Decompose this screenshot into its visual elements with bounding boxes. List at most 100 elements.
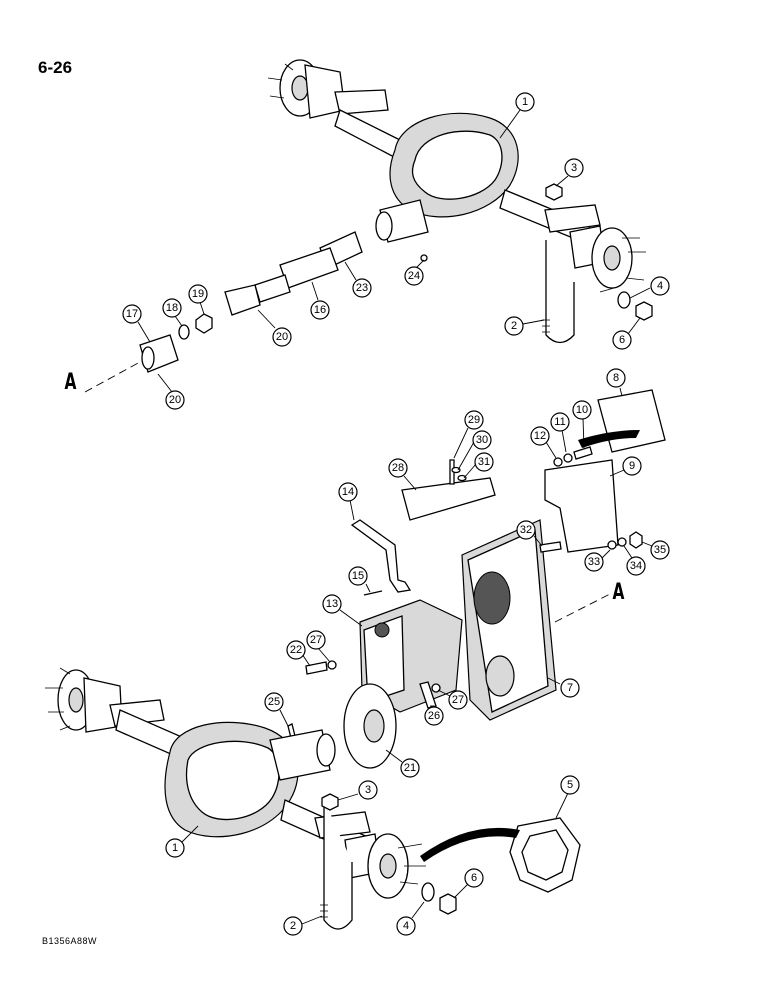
- svg-text:1: 1: [172, 842, 178, 854]
- svg-text:19: 19: [192, 288, 204, 300]
- svg-text:34: 34: [630, 560, 642, 572]
- callout-33: 33: [584, 552, 604, 572]
- nut-35: [629, 531, 643, 549]
- callout-21: 21: [400, 758, 420, 778]
- callout-25: 25: [264, 692, 284, 712]
- svg-text:16: 16: [314, 304, 326, 316]
- callout-2-lower: 2: [283, 916, 303, 936]
- callout-32: 32: [516, 520, 536, 540]
- rear-right-wheel-studs: [599, 237, 646, 293]
- callout-11: 11: [550, 412, 570, 432]
- callout-7: 7: [560, 678, 580, 698]
- callout-3-lower: 3: [358, 780, 378, 800]
- rear-axle-assembly: [267, 59, 653, 344]
- page-number: 6-26: [38, 58, 73, 77]
- svg-text:4: 4: [403, 920, 409, 932]
- callout-18: 18: [162, 298, 182, 318]
- svg-text:5: 5: [567, 779, 573, 791]
- pump-end-cover: [363, 615, 405, 703]
- nut-19: [195, 313, 213, 334]
- front-wheel-washer: [421, 882, 435, 902]
- washer-11: [563, 453, 573, 463]
- callout-5: 5: [560, 775, 580, 795]
- front-right-hub-center: [379, 853, 397, 879]
- figure-code: B1356A88W: [42, 936, 98, 946]
- callout-14: 14: [338, 482, 358, 502]
- callout-8: 8: [606, 368, 626, 388]
- svg-text:14: 14: [342, 486, 354, 498]
- svg-text:32: 32: [520, 524, 532, 536]
- gasket-5-inner: [521, 829, 569, 881]
- callout-20-lower: 20: [165, 390, 185, 410]
- callout-27-left: 27: [306, 630, 326, 650]
- callout-17: 17: [122, 304, 142, 324]
- mounting-block-arrow: [578, 430, 640, 448]
- svg-text:6: 6: [471, 872, 477, 884]
- rear-left-spring-pad: [334, 89, 389, 115]
- callout-22: 22: [286, 640, 306, 660]
- callout-28: 28: [388, 458, 408, 478]
- svg-text:11: 11: [554, 416, 565, 428]
- callout-6-upper: 6: [612, 330, 632, 350]
- callout-4-upper: 4: [650, 276, 670, 296]
- pump-port: [374, 622, 390, 638]
- front-pinion-housing: [269, 729, 331, 781]
- svg-text:6: 6: [619, 334, 625, 346]
- view-reference-a-right: A: [612, 580, 625, 605]
- svg-text:23: 23: [356, 282, 368, 294]
- front-u-bolt-nut: [321, 793, 339, 811]
- mounting-block-8: [597, 389, 666, 453]
- svg-text:27: 27: [310, 634, 322, 646]
- svg-text:30: 30: [476, 434, 488, 446]
- mounting-bracket-9: [544, 459, 619, 553]
- rear-right-hub-center: [603, 245, 621, 271]
- bolt-32: [539, 541, 562, 553]
- svg-text:7: 7: [567, 682, 573, 694]
- pin-15: [363, 590, 383, 596]
- washer-33: [607, 540, 617, 550]
- callout-35: 35: [650, 540, 670, 560]
- callout-1-front-axle: 1: [165, 838, 185, 858]
- front-left-wheel-studs: [45, 667, 71, 731]
- svg-text:27: 27: [452, 694, 464, 706]
- rear-wheel-nut: [635, 301, 653, 321]
- front-wheel-nut: [439, 893, 457, 915]
- front-differential-cover: [185, 740, 280, 821]
- reference-line-a-left: [84, 361, 141, 393]
- washer-18: [178, 324, 190, 340]
- rear-pinion-flange: [375, 211, 393, 241]
- washer-27-left: [327, 660, 337, 670]
- fitting-24: [420, 254, 428, 262]
- svg-text:21: 21: [404, 762, 416, 774]
- rear-differential-cover: [411, 130, 503, 200]
- svg-text:28: 28: [392, 462, 404, 474]
- svg-text:2: 2: [511, 320, 517, 332]
- svg-text:22: 22: [290, 644, 302, 656]
- callout-13: 13: [322, 594, 342, 614]
- drive-shaft-tube: [279, 247, 339, 289]
- callout-9: 9: [622, 456, 642, 476]
- callout-2-upper: 2: [504, 316, 524, 336]
- shift-lever-14: [350, 519, 412, 593]
- svg-text:20: 20: [276, 331, 288, 343]
- callout-30: 30: [472, 430, 492, 450]
- callouts: 1 3 2 4 23 16 4 6 2 20 19 18 17 20 8 10 1…: [122, 92, 670, 936]
- rear-left-wheel-studs: [267, 63, 294, 99]
- bolt-10: [573, 446, 593, 460]
- svg-text:9: 9: [629, 460, 635, 472]
- svg-text:25: 25: [268, 696, 280, 708]
- svg-text:12: 12: [534, 430, 546, 442]
- svg-text:10: 10: [576, 404, 588, 416]
- front-u-bolt-thread: [320, 904, 328, 918]
- callout-19: 19: [188, 284, 208, 304]
- shield-plate-28: [401, 477, 496, 521]
- callout-6-lower: 6: [464, 868, 484, 888]
- svg-text:3: 3: [571, 162, 577, 174]
- rear-wheel-washer: [617, 291, 631, 309]
- drive-shaft-slip-section: [254, 274, 291, 303]
- callout-31: 31: [474, 452, 494, 472]
- front-u-bolt: [323, 800, 353, 930]
- callout-15: 15: [348, 566, 368, 586]
- washer-30: [451, 466, 461, 474]
